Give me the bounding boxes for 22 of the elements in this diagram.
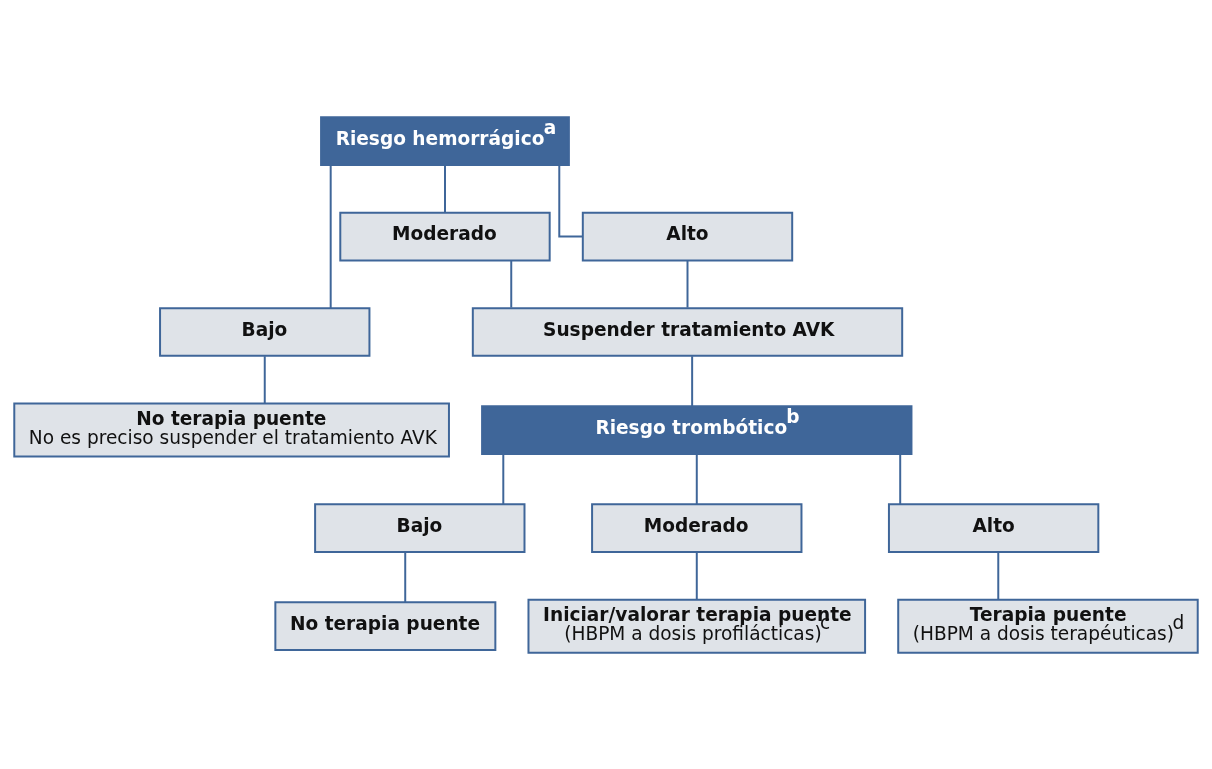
connector	[404, 550, 407, 603]
node-box: No terapia puente	[274, 600, 497, 651]
connector	[695, 452, 698, 505]
node-box: No terapia puente No es preciso suspender el tratamiento AVK	[13, 402, 450, 458]
connector	[502, 452, 505, 505]
connector	[263, 354, 266, 404]
connector	[695, 550, 698, 600]
connector	[899, 452, 902, 505]
connector	[329, 163, 332, 309]
connector	[558, 163, 584, 238]
connector	[686, 259, 689, 309]
node-box: Suspender tratamiento AVK	[471, 306, 904, 357]
node-box: Moderado	[591, 502, 803, 553]
connector	[510, 259, 513, 309]
node-box: Bajo	[159, 306, 371, 357]
connector	[444, 163, 446, 213]
node-box: Moderado	[339, 211, 551, 261]
node-box: Bajo	[314, 502, 526, 553]
connector	[691, 354, 694, 407]
connector	[997, 550, 1000, 600]
node-box: Alto	[887, 502, 1100, 553]
node-box: Alto	[581, 211, 794, 261]
